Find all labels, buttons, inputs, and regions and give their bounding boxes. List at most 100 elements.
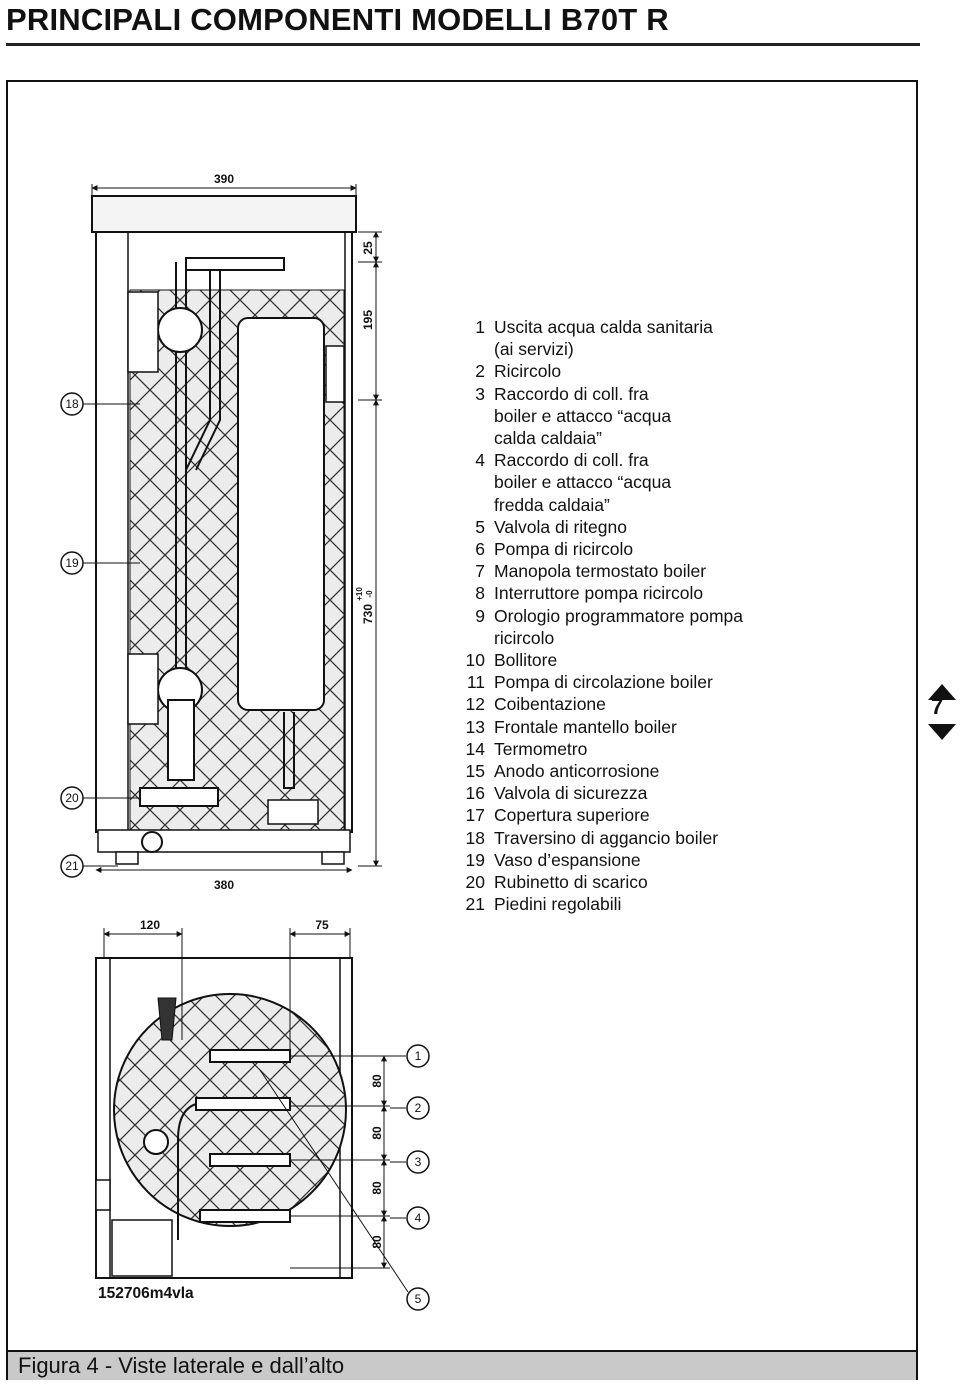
- dim-25-label: 25: [361, 241, 375, 255]
- legend-item-number: 5: [475, 516, 485, 537]
- legend-item-number: 9: [475, 605, 485, 626]
- figure-caption: Figura 4 - Viste laterale e dall’alto: [18, 1353, 345, 1378]
- title-rule: [6, 43, 920, 46]
- legend-item-number: 3: [475, 383, 485, 404]
- legend-item-number: 13: [465, 716, 485, 737]
- top-view: 120 75 80 80 80 80 1 2 3: [95, 918, 430, 1311]
- dim-bottom-label: 380: [214, 878, 234, 892]
- legend-item-text: Copertura superiore: [494, 805, 650, 826]
- legend-item-number: 21: [465, 894, 485, 915]
- legend-item-text: Frontale mantello boiler: [494, 716, 677, 737]
- legend-item: 8 Interruttore pompa ricircolo: [455, 582, 855, 604]
- legend-item: 2 Ricircolo: [455, 360, 855, 382]
- callout-21-label: 21: [65, 859, 79, 873]
- legend-item-text: Pompa di ricircolo: [494, 539, 634, 560]
- legend-item-text: Ricircolo: [494, 361, 562, 382]
- legend-item: 6 Pompa di ricircolo: [455, 538, 855, 560]
- callout-5: 5: [259, 1069, 430, 1311]
- callout-5-label: 5: [415, 1292, 422, 1306]
- legend-item-number: 2: [475, 361, 485, 382]
- dim-120-label: 120: [140, 918, 160, 932]
- legend-item-text: Coibentazione: [494, 694, 606, 715]
- legend-item: 21 Piedini regolabili: [455, 893, 855, 915]
- callout-18: 18: [60, 392, 140, 416]
- legend-item: 12 Coibentazione: [455, 693, 855, 715]
- page-tab-shape: [928, 684, 956, 740]
- callout-1: 1: [290, 1044, 430, 1068]
- dim-730-tol-plus: +10: [355, 587, 364, 601]
- callout-20: 20: [60, 786, 140, 810]
- side-view: 390 380 25 195 730 +10 -0 18 19 2: [60, 172, 382, 892]
- callout-19-label: 19: [65, 556, 79, 570]
- callout-20-label: 20: [65, 791, 79, 805]
- legend-item-number: 10: [465, 650, 485, 671]
- legend-item: 7 Manopola termostato boiler: [455, 560, 855, 582]
- legend-item-text: Valvola di sicurezza: [494, 783, 648, 804]
- legend-item-number: 14: [465, 738, 485, 759]
- legend-item-number: 1: [475, 317, 485, 337]
- callout-1-label: 1: [415, 1049, 422, 1063]
- legend-item-text: Termometro: [494, 738, 588, 759]
- legend-item-number: 6: [475, 539, 485, 560]
- page-number: 7: [931, 694, 944, 719]
- legend-item: 13 Frontale mantello boiler: [455, 716, 855, 738]
- legend-item: 18 Traversino di aggancio boiler: [455, 827, 855, 849]
- legend-item: 14 Termometro: [455, 738, 855, 760]
- caption-bar: [8, 1350, 916, 1380]
- drawing-code: 152706m4vla: [98, 1285, 194, 1302]
- dim-195-label: 195: [361, 310, 375, 330]
- legend-item-number: 12: [465, 694, 485, 715]
- legend-item: 9 Orologio programmatore pompa ricircolo: [455, 605, 855, 649]
- dim-80c-label: 80: [370, 1181, 384, 1195]
- page-title: PRINCIPALI COMPONENTI MODELLI B70T R: [6, 2, 669, 37]
- dim-top-label: 390: [214, 172, 234, 186]
- legend-item-number: 4: [475, 450, 485, 471]
- legend-item-number: 15: [465, 761, 485, 782]
- callout-19: 19: [60, 551, 140, 575]
- callout-3: 3: [390, 1150, 430, 1174]
- legend-item-text: Raccordo di coll. fra boiler e attacco “…: [494, 383, 672, 449]
- legend-item: 11 Pompa di circolazione boiler: [455, 671, 855, 693]
- callout-2: 2: [390, 1096, 430, 1120]
- legend-item-text: Orologio programmatore pompa ricircolo: [494, 605, 744, 648]
- legend-item-number: 20: [465, 872, 485, 893]
- dim-730-tol-minus: -0: [365, 590, 374, 598]
- legend-item-number: 11: [466, 672, 485, 693]
- callout-4: 4: [390, 1206, 430, 1230]
- legend-item-text: Raccordo di coll. fra boiler e attacco “…: [494, 450, 672, 515]
- callout-3-label: 3: [415, 1155, 422, 1169]
- legend-item-text: Rubinetto di scarico: [494, 872, 648, 893]
- legend-item: 1 Uscita acqua calda sanitaria (ai serviz…: [455, 316, 855, 360]
- callout-2-label: 2: [415, 1101, 422, 1115]
- component-legend: 1 Uscita acqua calda sanitaria (ai serviz…: [455, 316, 855, 915]
- legend-item-number: 8: [475, 583, 485, 604]
- legend-item-number: 7: [475, 561, 485, 582]
- legend-item-number: 19: [465, 849, 485, 870]
- legend-item: 20 Rubinetto di scarico: [455, 871, 855, 893]
- legend-item-text: Valvola di ritegno: [494, 516, 627, 537]
- legend-item-text: Bollitore: [494, 650, 558, 671]
- legend-item-text: Pompa di circolazione boiler: [494, 672, 713, 693]
- dim-80d-label: 80: [370, 1235, 384, 1249]
- legend-item-number: 16: [465, 783, 485, 804]
- dim-80b-label: 80: [370, 1126, 384, 1140]
- legend-item-text: Interruttore pompa ricircolo: [494, 583, 704, 604]
- legend-item: 5 Valvola di ritegno: [455, 516, 855, 538]
- legend-item-text: Traversino di aggancio boiler: [494, 827, 719, 848]
- callout-18-label: 18: [65, 397, 79, 411]
- callout-21: 21: [60, 854, 118, 878]
- legend-item: 3 Raccordo di coll. fra boiler e attacco …: [455, 383, 855, 450]
- legend-item-text: Uscita acqua calda sanitaria (ai servizi…: [494, 317, 713, 360]
- legend-item-number: 18: [465, 827, 485, 848]
- legend-item: 16 Valvola di sicurezza: [455, 782, 855, 804]
- legend-item: 10 Bollitore: [455, 649, 855, 671]
- legend-item: 4 Raccordo di coll. fra boiler e attacco …: [455, 449, 855, 516]
- legend-item-text: Manopola termostato boiler: [494, 561, 707, 582]
- callout-4-label: 4: [415, 1211, 422, 1225]
- dim-80a-label: 80: [370, 1074, 384, 1088]
- dim-730-label: 730: [361, 604, 375, 624]
- legend-item-text: Piedini regolabili: [494, 894, 622, 915]
